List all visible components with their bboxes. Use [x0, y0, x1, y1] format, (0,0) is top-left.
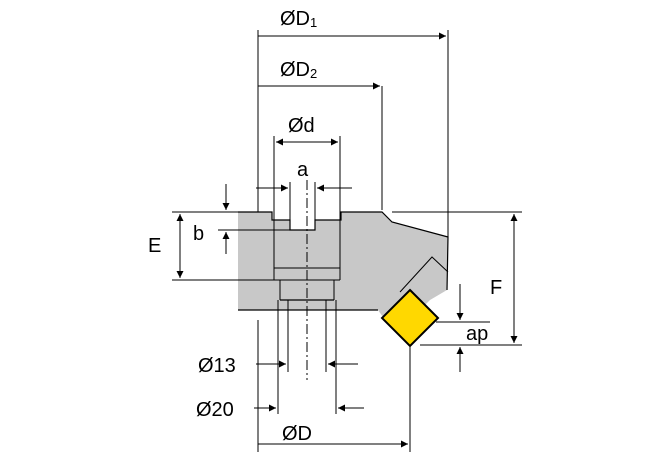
insert-pocket — [399, 256, 449, 293]
f-label: F — [490, 277, 502, 299]
b-label: b — [193, 223, 204, 245]
d2-label: ØD2 — [280, 59, 317, 81]
a-label: a — [297, 159, 309, 181]
d13-label: Ø13 — [198, 355, 236, 377]
d-main-label: ØD — [282, 423, 312, 445]
d1-label: ØD1 — [280, 8, 317, 30]
e-label: E — [148, 235, 161, 257]
ap-label: ap — [466, 323, 488, 345]
d-label: Ød — [288, 115, 315, 137]
cutter-body — [238, 212, 448, 320]
d20-label: Ø20 — [196, 399, 234, 421]
